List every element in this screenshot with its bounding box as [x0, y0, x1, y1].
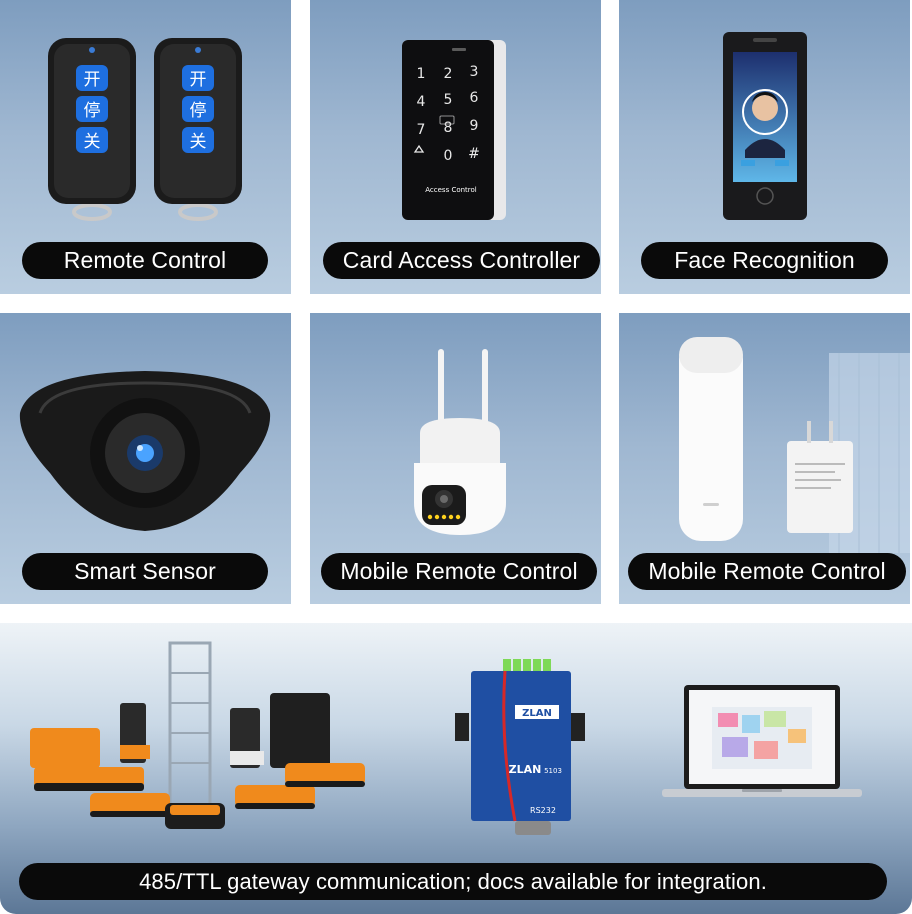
remote-button-close-2: 关 [190, 132, 207, 152]
face-frame [742, 89, 788, 135]
card-access-controller-image: 1 2 3 4 5 6 7 8 9 0 # Access Control [402, 40, 506, 220]
keypad-key-9: 9 [470, 118, 479, 134]
laptop-image [662, 685, 862, 797]
smart-sensor-image [19, 371, 271, 531]
tile-mobile-remote-control-camera: Mobile Remote Control [310, 313, 601, 604]
tile-card-access-controller: 1 2 3 4 5 6 7 8 9 0 # Access Control Car… [310, 0, 601, 294]
device-brand-label: ZLAN [509, 763, 542, 776]
nfc-icon [756, 187, 774, 205]
device-brand-badge: ZLAN [522, 708, 552, 719]
device-port-label: RS232 [530, 806, 556, 815]
card-icon [439, 115, 455, 125]
tile-label: Remote Control [22, 242, 268, 279]
tile-label: Mobile Remote Control [321, 553, 597, 590]
device-model-label: 5103 [544, 767, 562, 775]
tile-remote-control: 开 停 关 开 停 关 Remote Control [0, 0, 291, 294]
keypad-key-3: 3 [470, 64, 479, 80]
face-icon [752, 95, 778, 121]
keypad-key-1: 1 [417, 66, 426, 82]
keypad-key-0: 0 [444, 148, 453, 164]
tile-smart-sensor: Smart Sensor [0, 313, 291, 604]
usb-dongle-image [679, 337, 910, 553]
keypad-key-6: 6 [470, 90, 479, 106]
remote-button-open-2: 开 [190, 70, 207, 90]
tile-label: Card Access Controller [323, 242, 600, 279]
tile-face-recognition: Face Recognition [619, 0, 910, 294]
keypad-key-4: 4 [417, 94, 426, 110]
remote-button-open: 开 [84, 70, 101, 90]
access-control-panel-text: Access Control [425, 186, 477, 194]
face-recognition-image [723, 32, 807, 220]
ptz-camera-image [414, 349, 506, 535]
banner-caption: 485/TTL gateway communication; docs avai… [19, 863, 887, 900]
tile-label: Face Recognition [641, 242, 888, 279]
tile-mobile-remote-control-dongle: Mobile Remote Control [619, 313, 910, 604]
banner-gateway: ZLAN ZLAN 5103 RS232 485/TTL gateway com… [0, 623, 912, 914]
bell-icon [413, 144, 425, 153]
tile-label: Smart Sensor [22, 553, 268, 590]
remote-control-image: 开 停 关 开 停 关 [48, 38, 242, 221]
keypad-key-5: 5 [444, 92, 453, 108]
keypad-key-hash: # [468, 146, 480, 162]
remote-button-stop: 停 [84, 101, 101, 121]
keypad-key-7: 7 [417, 122, 426, 138]
serial-device-server-image: ZLAN ZLAN 5103 RS232 [455, 659, 585, 835]
keypad-key-2: 2 [444, 66, 453, 82]
keypad-key-8: 8 [444, 120, 453, 136]
tile-label: Mobile Remote Control [628, 553, 906, 590]
remote-button-stop-2: 停 [190, 101, 207, 121]
remote-button-close: 关 [84, 132, 101, 152]
agv-robots-image [30, 641, 365, 829]
